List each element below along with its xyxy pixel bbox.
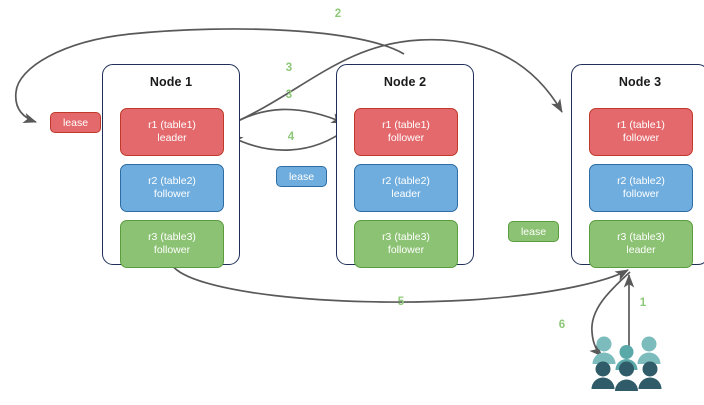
lease-badge-table1[interactable]: lease — [50, 112, 101, 133]
replica-role: leader — [626, 244, 656, 256]
replica-name: r1 (table1) — [617, 118, 665, 131]
replica-chip-node-3-r1[interactable]: r1 (table1) follower — [589, 108, 693, 156]
node-title: Node 3 — [618, 75, 662, 89]
replica-name: r3 (table3) — [148, 230, 196, 243]
replica-chip-node-2-r1[interactable]: r1 (table1) follower — [354, 108, 458, 156]
replica-name: r2 (table2) — [382, 174, 430, 187]
replica-name: r2 (table2) — [148, 174, 196, 187]
step-label-3a: 3 — [285, 62, 293, 74]
lease-badge-table3[interactable]: lease — [508, 221, 559, 242]
replica-role: follower — [387, 244, 425, 256]
replica-chip-node-3-r2[interactable]: r2 (table2) follower — [589, 164, 693, 212]
step-label-4: 4 — [287, 131, 295, 143]
step-label-2: 2 — [334, 8, 342, 20]
node-card-node-3[interactable]: Node 3 r1 (table1) follower r2 (table2) … — [571, 64, 704, 268]
replica-name: r2 (table2) — [617, 174, 665, 187]
replica-role: leader — [157, 132, 187, 144]
node-title: Node 1 — [149, 75, 193, 89]
replica-chip-node-3-r3[interactable]: r3 (table3) leader — [589, 220, 693, 268]
replica-chip-node-1-r3[interactable]: r3 (table3) follower — [120, 220, 224, 268]
step-label-3b: 3 — [285, 89, 293, 101]
replica-role: follower — [153, 188, 191, 200]
replica-chip-node-2-r3[interactable]: r3 (table3) follower — [354, 220, 458, 268]
replica-role: follower — [153, 244, 191, 256]
node-title: Node 2 — [383, 75, 427, 89]
replica-chip-node-1-r1[interactable]: r1 (table1) leader — [120, 108, 224, 156]
replica-role: follower — [622, 188, 660, 200]
node-card-node-1[interactable]: Node 1 r1 (table1) leader r2 (table2) fo… — [102, 64, 240, 268]
replica-name: r3 (table3) — [382, 230, 430, 243]
replica-role: follower — [622, 132, 660, 144]
lease-badge-table2[interactable]: lease — [276, 166, 327, 187]
replica-chip-node-1-r2[interactable]: r2 (table2) follower — [120, 164, 224, 212]
replica-name: r3 (table3) — [617, 230, 665, 243]
replica-chip-node-2-r2[interactable]: r2 (table2) leader — [354, 164, 458, 212]
replica-role: follower — [387, 132, 425, 144]
edge-step-3-to-node2 — [223, 108, 345, 130]
step-label-6: 6 — [558, 319, 566, 331]
step-label-5: 5 — [397, 296, 405, 308]
users-icon — [591, 336, 662, 391]
node-card-node-2[interactable]: Node 2 r1 (table1) follower r2 (table2) … — [336, 64, 474, 268]
step-label-1: 1 — [639, 297, 647, 309]
replica-name: r1 (table1) — [148, 118, 196, 131]
replica-role: leader — [391, 188, 421, 200]
replica-name: r1 (table1) — [382, 118, 430, 131]
